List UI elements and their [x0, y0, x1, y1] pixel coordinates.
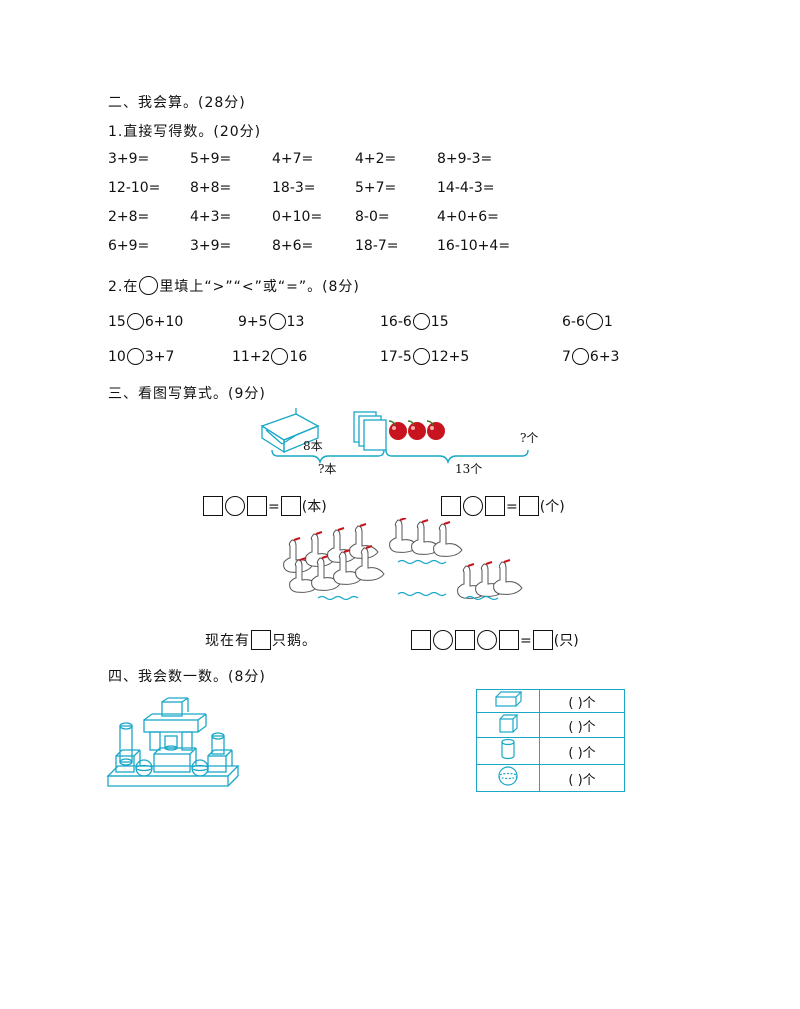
answer-box[interactable] [203, 496, 223, 516]
answer-box[interactable] [251, 630, 271, 650]
cube-count[interactable]: ( )个 [539, 712, 625, 738]
section-3-title: 三、看图写算式。(9分) [108, 386, 266, 402]
compare-blank[interactable] [268, 313, 286, 330]
answer-box[interactable] [485, 496, 505, 516]
calc-r2-c1: 12-10= [108, 180, 161, 196]
compare-blank[interactable] [126, 313, 144, 330]
calc-r2-c5: 14-4-3= [437, 180, 495, 196]
calc-r3-c2: 4+3= [190, 209, 232, 225]
sphere-cell [476, 764, 540, 792]
brace-left [271, 449, 385, 465]
compare-blank[interactable] [271, 348, 289, 365]
unit-ge: (个) [539, 499, 565, 515]
cylinder-icon [501, 738, 515, 760]
label-unknown-items: ?个 [520, 431, 539, 445]
goose-icon [283, 518, 523, 599]
calc-r2-c4: 5+7= [355, 180, 397, 196]
cube-icon [499, 714, 519, 733]
equation-geese: =(只) [410, 630, 579, 650]
answer-box[interactable] [411, 630, 431, 650]
operator-circle[interactable] [463, 496, 483, 516]
geese-now-prompt: 现在有只鹅。 [205, 630, 317, 650]
section-4-title: 四、我会数一数。(8分) [108, 669, 266, 685]
building-blocks-figure [106, 697, 240, 787]
sphere-icon [498, 766, 518, 786]
answer-box[interactable] [518, 496, 539, 516]
compare-blank[interactable] [412, 313, 430, 330]
compare-circle-icon [139, 276, 159, 295]
compare-blank[interactable] [412, 348, 430, 365]
cylinder-count[interactable]: ( )个 [539, 737, 625, 765]
answer-box[interactable] [280, 496, 301, 516]
apples-icon [388, 420, 445, 440]
cuboid-icon [495, 691, 523, 707]
cylinder-cell [476, 737, 540, 765]
operator-circle[interactable] [433, 630, 453, 650]
table-row: ( )个 [476, 689, 625, 713]
unit-zhi: (只) [553, 633, 579, 649]
answer-box[interactable] [247, 496, 267, 516]
table-row: ( )个 [476, 712, 625, 738]
books-apples-figure [260, 408, 529, 465]
calc-r1-c5: 8+9-3= [437, 151, 493, 167]
operator-circle[interactable] [225, 496, 245, 516]
calc-r4-c5: 16-10+4= [437, 238, 511, 254]
calc-r4-c1: 6+9= [108, 238, 150, 254]
cuboid-count[interactable]: ( )个 [539, 689, 625, 713]
equation-books: =(本) [202, 496, 327, 516]
sphere-count[interactable]: ( )个 [539, 764, 625, 792]
question-2-title: 2.在 里填上“>”“<”或“=”。(8分) [108, 276, 360, 296]
calc-r2-c2: 8+8= [190, 180, 232, 196]
calc-r1-c4: 4+2= [355, 151, 397, 167]
calc-r1-c1: 3+9= [108, 151, 150, 167]
answer-box[interactable] [532, 630, 553, 650]
cube-cell [476, 712, 540, 738]
operator-circle[interactable] [477, 630, 497, 650]
calc-r4-c2: 3+9= [190, 238, 232, 254]
shape-count-table: ( )个 ( )个 ( )个 ( )个 [476, 689, 625, 792]
calc-r4-c3: 8+6= [272, 238, 314, 254]
q2-title-suffix: 里填上“>”“<”或“=”。(8分) [159, 279, 360, 295]
calc-r3-c1: 2+8= [108, 209, 150, 225]
label-unknown-books: ?本 [318, 462, 337, 476]
book-box-icon [260, 408, 320, 454]
answer-box[interactable] [499, 630, 519, 650]
water-waves [317, 559, 499, 601]
compare-blank[interactable] [571, 348, 589, 365]
q2-title-prefix: 2.在 [108, 279, 139, 295]
question-1-title: 1.直接写得数。(20分) [108, 124, 262, 140]
calc-r4-c4: 18-7= [355, 238, 399, 254]
calc-r3-c4: 8-0= [355, 209, 390, 225]
calc-r2-c3: 18-3= [272, 180, 316, 196]
calc-r3-c3: 0+10= [272, 209, 323, 225]
table-row: ( )个 [476, 764, 625, 792]
books-stack-icon [353, 411, 387, 451]
answer-box[interactable] [441, 496, 461, 516]
calc-r1-c2: 5+9= [190, 151, 232, 167]
geese-figure [283, 518, 523, 601]
cuboid-cell [476, 689, 540, 713]
calc-r3-c5: 4+0+6= [437, 209, 499, 225]
unit-ben: (本) [301, 499, 327, 515]
label-8-books: 8本 [303, 439, 323, 453]
section-2-title: 二、我会算。(28分) [108, 95, 246, 111]
calc-r1-c3: 4+7= [272, 151, 314, 167]
compare-blank[interactable] [585, 313, 603, 330]
label-13-items: 13个 [455, 462, 483, 476]
table-row: ( )个 [476, 737, 625, 765]
brace-right [385, 449, 529, 465]
equation-items: =(个) [440, 496, 565, 516]
compare-blank[interactable] [126, 348, 144, 365]
answer-box[interactable] [455, 630, 475, 650]
